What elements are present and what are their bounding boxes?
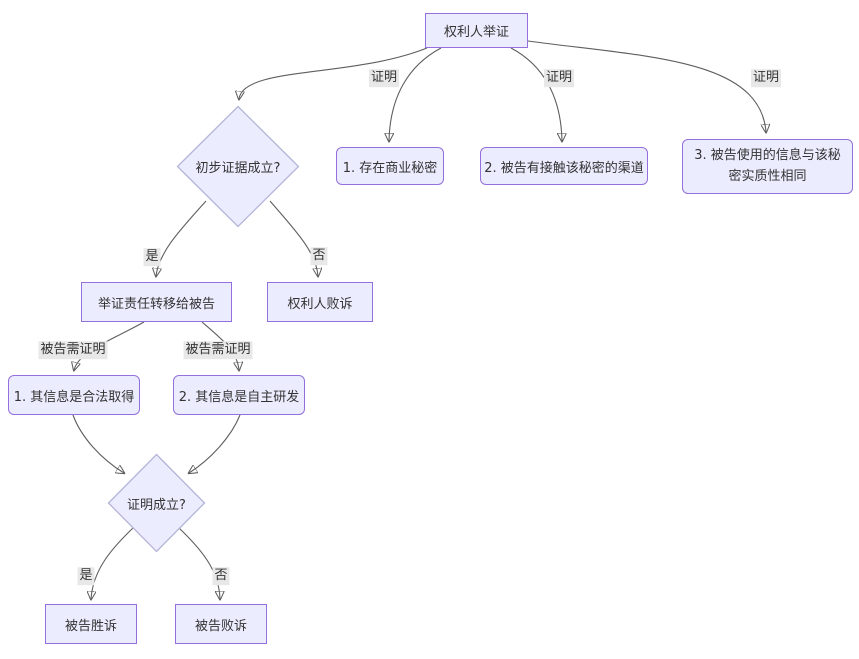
edge-label-yes-2: 是 — [77, 567, 95, 585]
node-defendant-loses: 被告败诉 — [175, 604, 267, 644]
edge-decision1-no — [269, 200, 318, 276]
decision-preliminary-evidence: 初步证据成立? — [176, 105, 300, 228]
edge-start-to-prove3 — [527, 40, 766, 132]
edge-start-to-prove2 — [510, 47, 562, 141]
node-defense-independent-development: 2. 其信息是自主研发 — [173, 375, 305, 415]
edge-decision2-no — [177, 526, 220, 599]
edge-label-prove-3: 证明 — [750, 69, 782, 87]
node-defendant-wins: 被告胜诉 — [45, 604, 137, 644]
node-burden-shifts: 举证责任转移给被告 — [81, 282, 232, 322]
edge-label-yes-1: 是 — [143, 248, 161, 266]
edge-label-defendant-must-prove-1: 被告需证明 — [38, 341, 108, 359]
node-prove-secret-exists: 1. 存在商业秘密 — [336, 147, 444, 185]
edge-label-no-2: 否 — [212, 567, 230, 585]
diamond-shape — [176, 105, 300, 228]
edge-decision1-yes — [156, 200, 207, 276]
edge-label-prove-2: 证明 — [543, 69, 575, 87]
edge-defense1-to-decision2 — [72, 414, 124, 473]
node-claimant-evidence: 权利人举证 — [425, 13, 528, 48]
edge-label-no-1: 否 — [310, 247, 328, 265]
edge-defense2-to-decision2 — [189, 414, 241, 473]
node-prove-access-channel: 2. 被告有接触该秘密的渠道 — [480, 147, 648, 185]
edge-start-to-prove1 — [389, 47, 442, 141]
edge-decision2-yes — [91, 526, 135, 599]
node-prove-substantially-same: 3. 被告使用的信息与该秘密实质性相同 — [682, 139, 853, 194]
decision-proof-established-label: 证明成立? — [127, 497, 186, 513]
node-defense-legal-acquisition: 1. 其信息是合法取得 — [8, 375, 140, 415]
edge-start-to-decision1 — [239, 47, 428, 99]
decision-preliminary-evidence-label: 初步证据成立? — [195, 161, 281, 176]
edge-label-prove-1: 证明 — [368, 69, 400, 87]
decision-proof-established: 证明成立? — [107, 453, 206, 553]
diamond-shape — [107, 453, 206, 553]
edge-label-defendant-must-prove-2: 被告需证明 — [183, 341, 253, 359]
node-plaintiff-loses: 权利人败诉 — [267, 282, 373, 322]
